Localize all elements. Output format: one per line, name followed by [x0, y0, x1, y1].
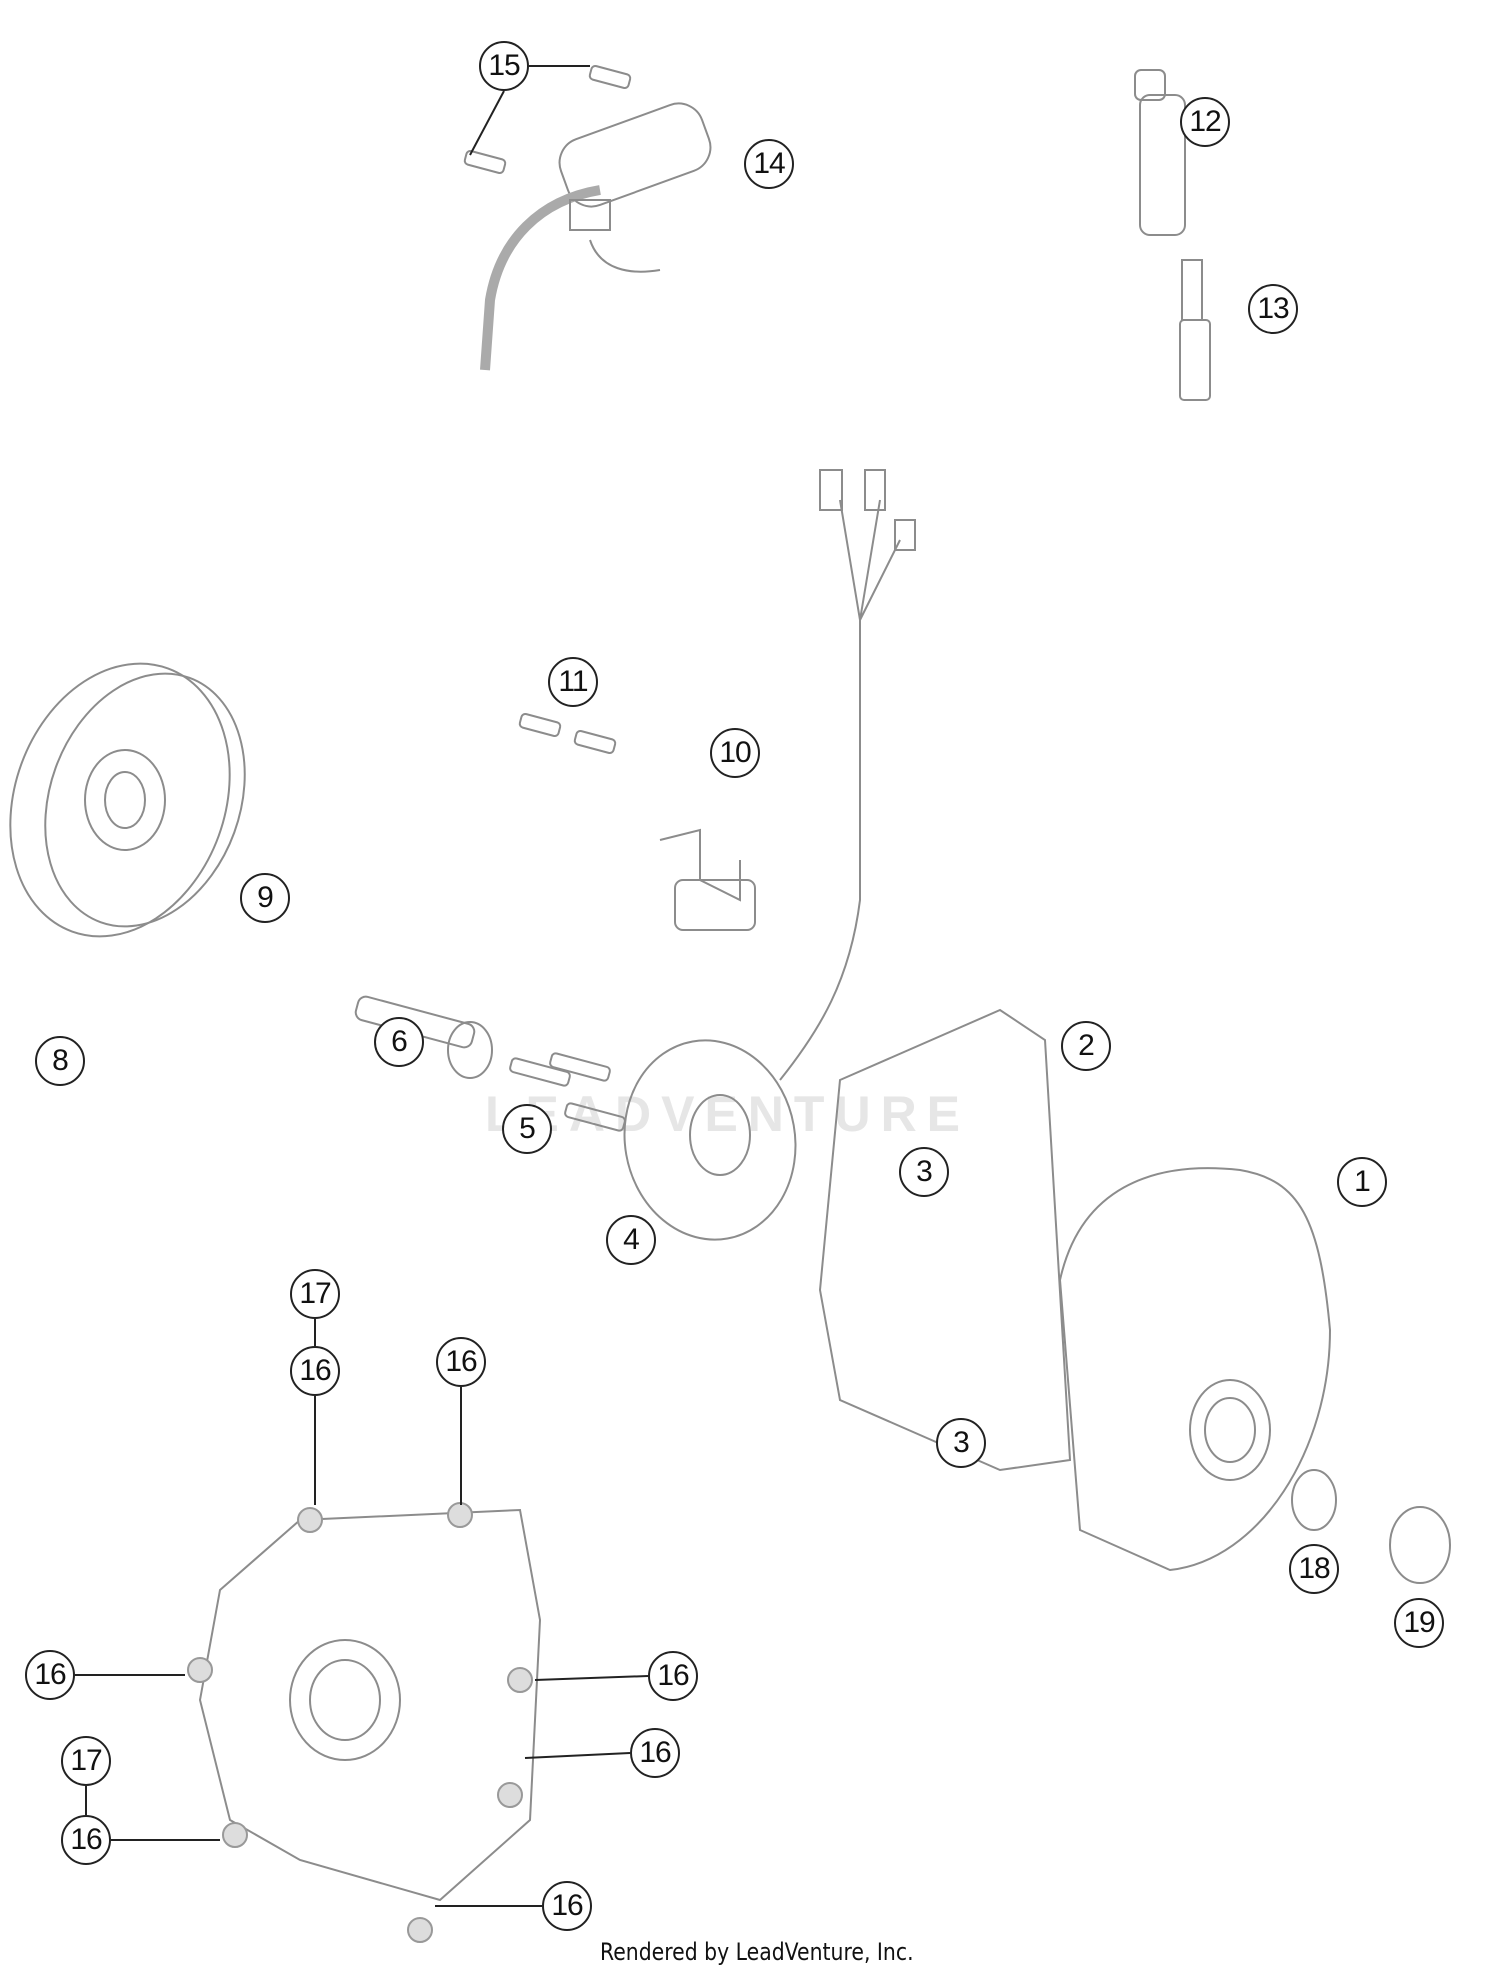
pulse-bracket-and-bolts	[354, 712, 741, 1132]
callout-16[interactable]: 16	[648, 1651, 698, 1701]
callout-12[interactable]: 12	[1180, 97, 1230, 147]
callout-16[interactable]: 16	[542, 1881, 592, 1931]
callout-16[interactable]: 16	[290, 1346, 340, 1396]
callout-17[interactable]: 17	[290, 1269, 340, 1319]
callout-11[interactable]: 11	[548, 657, 598, 707]
callout-16[interactable]: 16	[61, 1815, 111, 1865]
callout-16[interactable]: 16	[25, 1650, 75, 1700]
callout-10[interactable]: 10	[710, 728, 760, 778]
leader-lines	[75, 65, 649, 1907]
callout-5[interactable]: 5	[502, 1104, 552, 1154]
callout-3[interactable]: 3	[899, 1147, 949, 1197]
spark-plug-cap	[1134, 69, 1186, 236]
callout-19[interactable]: 19	[1394, 1598, 1444, 1648]
callout-18[interactable]: 18	[1289, 1544, 1339, 1594]
callout-13[interactable]: 13	[1248, 284, 1298, 334]
callout-17[interactable]: 17	[61, 1736, 111, 1786]
callout-3[interactable]: 3	[936, 1418, 986, 1468]
render-credit: Rendered by LeadVenture, Inc.	[600, 1938, 914, 1966]
callout-15[interactable]: 15	[479, 41, 529, 91]
generator-cover	[1058, 1167, 1451, 1584]
callout-2[interactable]: 2	[1061, 1021, 1111, 1071]
gasket	[818, 1008, 1072, 1472]
callout-16[interactable]: 16	[436, 1337, 486, 1387]
bolts-15	[463, 64, 632, 175]
generator-cover-front	[187, 1502, 542, 1943]
callout-8[interactable]: 8	[35, 1036, 85, 1086]
callout-4[interactable]: 4	[606, 1215, 656, 1265]
callout-16[interactable]: 16	[630, 1728, 680, 1778]
callout-6[interactable]: 6	[374, 1017, 424, 1067]
spark-plug	[1179, 259, 1211, 401]
callout-9[interactable]: 9	[240, 873, 290, 923]
callout-14[interactable]: 14	[744, 139, 794, 189]
ignition-coil	[480, 102, 712, 371]
callout-1[interactable]: 1	[1337, 1157, 1387, 1207]
flywheel	[9, 662, 246, 938]
stator-and-wiring	[623, 469, 916, 1241]
